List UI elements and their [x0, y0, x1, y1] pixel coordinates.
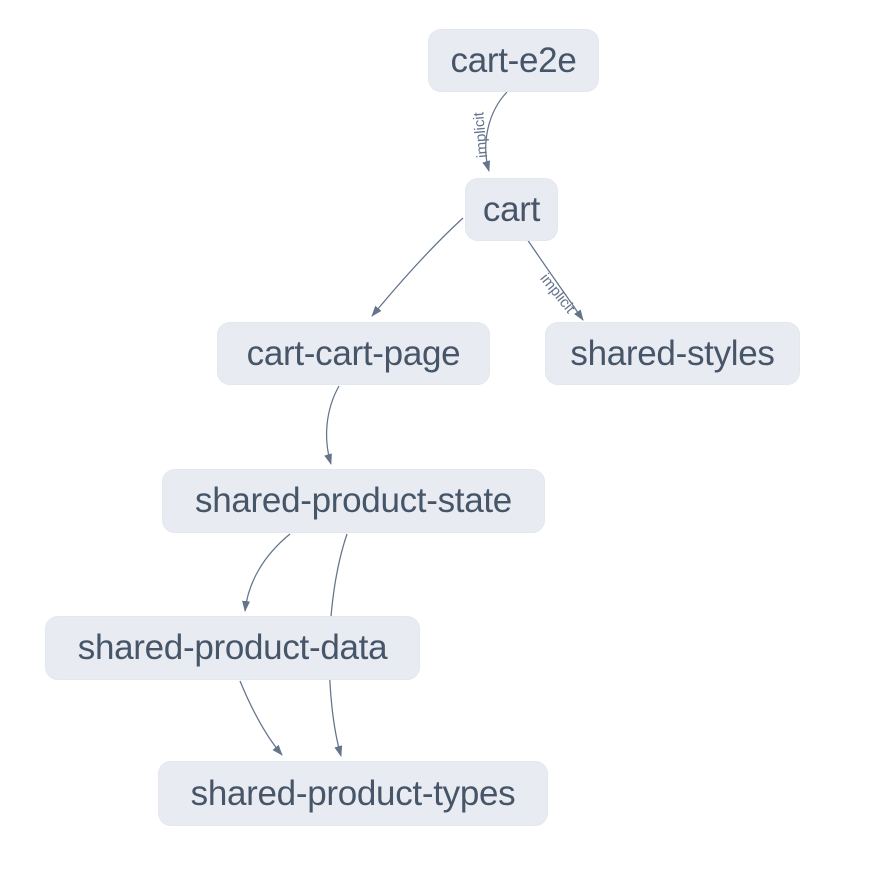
node-cart-e2e[interactable]: cart-e2e [428, 29, 599, 92]
node-shared-product-types[interactable]: shared-product-types [158, 761, 548, 826]
node-cart[interactable]: cart [465, 178, 558, 241]
node-shared-product-data[interactable]: shared-product-data [45, 616, 420, 680]
node-shared-styles[interactable]: shared-styles [545, 322, 800, 385]
node-cart-cart-page[interactable]: cart-cart-page [217, 322, 490, 385]
edge-cart-to-cart-cart-page[interactable] [371, 217, 464, 317]
edge-shared-product-state-to-shared-product-data[interactable] [242, 533, 291, 612]
node-shared-product-state[interactable]: shared-product-state [162, 469, 545, 533]
edge-cart-to-shared-styles[interactable] [526, 238, 584, 321]
edge-shared-product-data-to-shared-product-types[interactable] [239, 680, 283, 756]
edge-cart-e2e-to-cart[interactable] [482, 91, 508, 172]
edge-label-cart-to-shared-styles: implicit [536, 270, 579, 317]
edge-cart-cart-page-to-shared-product-state[interactable] [324, 385, 340, 465]
edge-label-cart-e2e-to-cart: implicit [470, 111, 491, 159]
